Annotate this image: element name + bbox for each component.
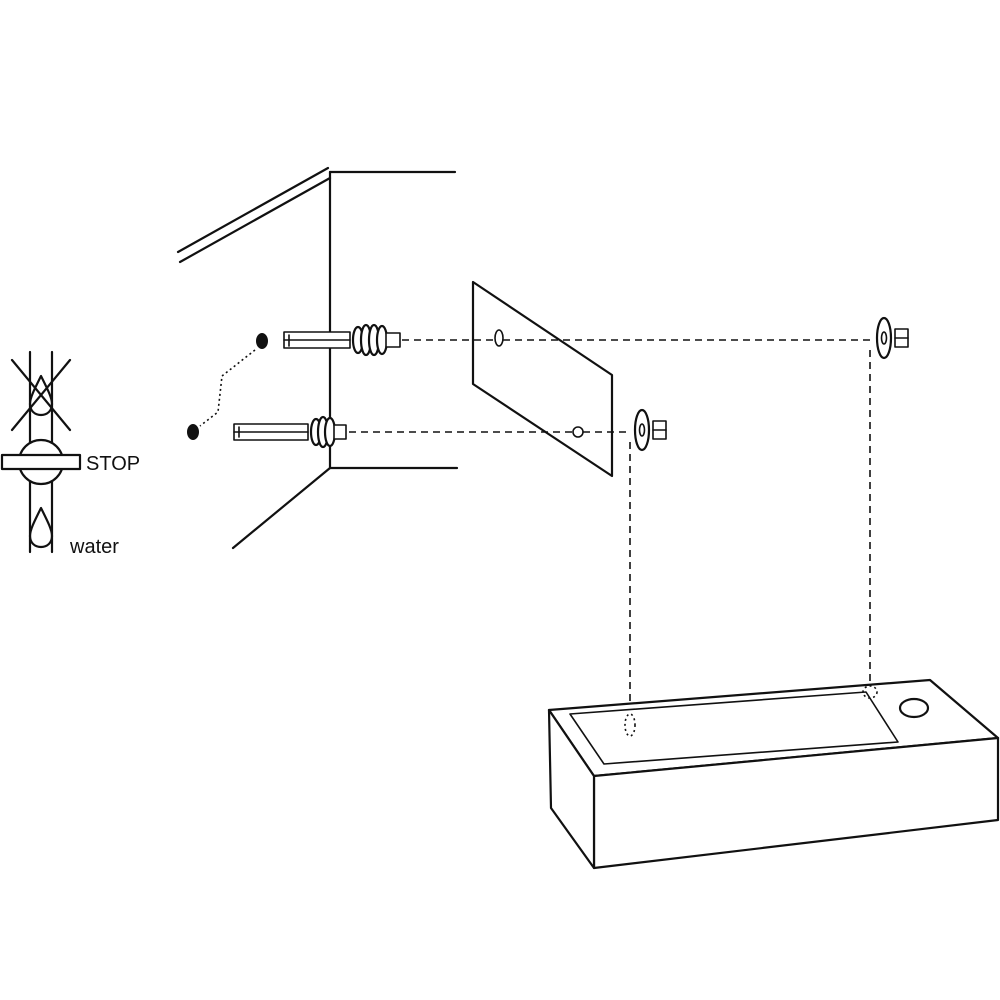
basin-bowl — [569, 691, 899, 765]
washer-icon — [633, 408, 651, 452]
floor-line — [231, 466, 332, 550]
basin-mount-hole-left — [624, 713, 636, 737]
washer-nut-lower — [633, 408, 667, 452]
basin-mount-hole-right — [862, 685, 878, 699]
ceiling-line-outer — [176, 166, 330, 254]
ceiling-line-inner — [178, 176, 332, 264]
stop-label: STOP — [86, 453, 140, 475]
washer-nut-upper — [875, 316, 909, 360]
plate-slot-hole — [494, 329, 504, 347]
drop-top-icon — [28, 374, 54, 417]
washer-icon — [875, 316, 893, 360]
valve-handle — [0, 453, 82, 471]
anchor-bolt-lower — [233, 415, 347, 449]
basin-side-face — [547, 708, 596, 870]
cross-line-2 — [10, 358, 72, 432]
drill-hole-lower — [187, 424, 199, 440]
anchor-bolt-upper — [283, 323, 401, 357]
water-label: water — [69, 536, 119, 558]
drill-hole-upper — [256, 333, 268, 349]
mounting-plate — [471, 280, 614, 478]
drop-bottom-icon — [28, 506, 54, 549]
drill-hole-connector — [199, 349, 256, 427]
wall-structure — [176, 166, 459, 550]
water-valve-icon — [0, 350, 82, 554]
tap-hole — [898, 697, 930, 719]
washbasin — [547, 678, 1000, 870]
